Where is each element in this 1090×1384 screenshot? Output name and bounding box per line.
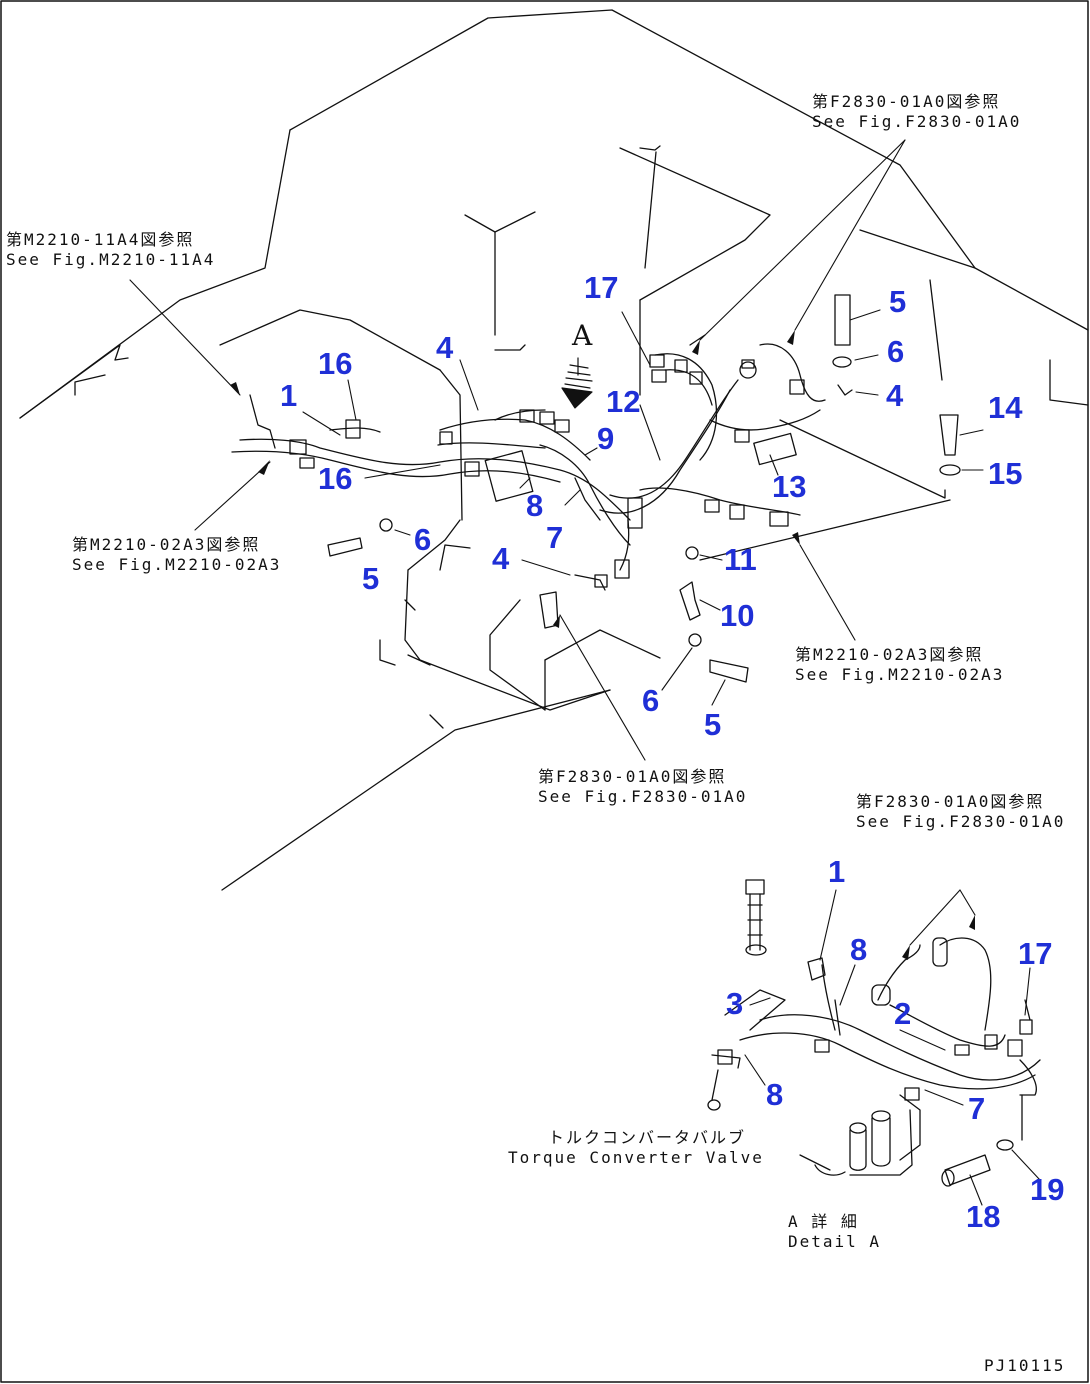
callout-19: 19	[1030, 1172, 1065, 1207]
loose-fasteners	[327, 294, 961, 683]
reference-note: 第F2830-01A0図参照 See Fig.F2830-01A0	[856, 792, 1066, 831]
view-a-arrow	[561, 357, 593, 409]
callout-3: 3	[726, 986, 744, 1021]
callout-17: 17	[584, 270, 619, 305]
callout-1: 1	[828, 854, 846, 889]
callout-2: 2	[894, 996, 912, 1031]
leader-lines	[129, 139, 984, 761]
detail-a-drawing	[707, 879, 1041, 1187]
main-harness	[231, 334, 826, 591]
callout-8: 8	[526, 488, 544, 523]
callout-10: 10	[720, 598, 755, 633]
reference-note: 第F2830-01A0図参照 See Fig.F2830-01A0	[812, 92, 1022, 131]
reference-note: 第M2210-02A3図参照 See Fig.M2210-02A3	[72, 535, 282, 574]
callout-6: 6	[414, 522, 432, 557]
callout-18: 18	[966, 1199, 1001, 1234]
callout-6: 6	[642, 683, 660, 718]
callout-5: 5	[889, 284, 907, 319]
callout-7: 7	[968, 1091, 986, 1126]
callout-1: 1	[280, 378, 298, 413]
reference-note: 第M2210-11A4図参照 See Fig.M2210-11A4	[6, 230, 216, 269]
callout-5: 5	[362, 561, 380, 596]
arrowheads	[230, 330, 975, 960]
callout-4: 4	[886, 378, 904, 413]
callout-8: 8	[766, 1077, 784, 1112]
callout-8: 8	[850, 932, 868, 967]
chassis-outline	[19, 9, 1089, 891]
callout-16: 16	[318, 461, 353, 496]
callout-9: 9	[597, 421, 615, 456]
callout-13: 13	[772, 469, 807, 504]
callout-4: 4	[492, 541, 510, 576]
detail-a-label: A 詳 細 Detail A	[788, 1212, 882, 1251]
callout-4: 4	[436, 330, 454, 365]
callout-17: 17	[1018, 936, 1053, 971]
callout-7: 7	[546, 520, 564, 555]
reference-note: 第M2210-02A3図参照 See Fig.M2210-02A3	[795, 645, 1005, 684]
figure-code: PJ10115	[984, 1356, 1066, 1375]
detail-leader-lines	[744, 889, 1041, 1206]
callout-15: 15	[988, 456, 1023, 491]
callout-16: 16	[318, 346, 353, 381]
callout-14: 14	[988, 390, 1023, 425]
callout-12: 12	[606, 384, 641, 419]
callout-11: 11	[724, 542, 757, 577]
reference-note: 第F2830-01A0図参照 See Fig.F2830-01A0	[538, 767, 748, 806]
callout-5: 5	[704, 707, 722, 742]
torque-converter-label: トルクコンバータバルブ Torque Converter Valve	[508, 1128, 764, 1167]
view-a-label: A	[572, 319, 593, 352]
callout-6: 6	[887, 334, 905, 369]
